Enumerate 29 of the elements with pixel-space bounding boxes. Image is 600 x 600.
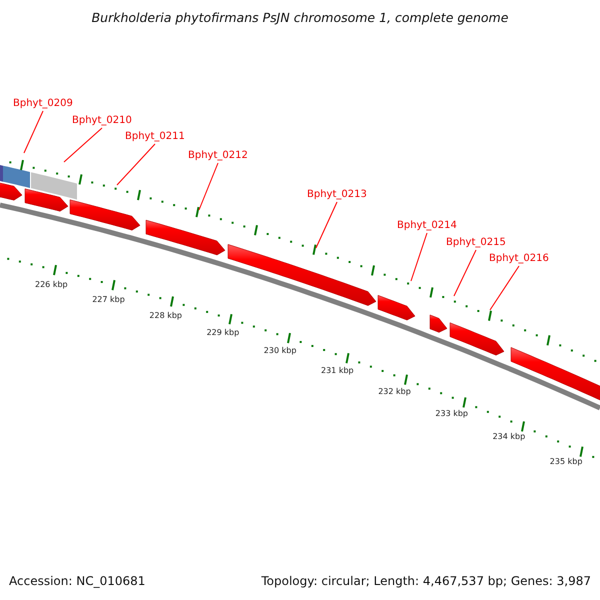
leader-line	[316, 202, 338, 248]
scale-label: 234 kbp	[492, 432, 526, 442]
scale-label: 233 kbp	[435, 408, 468, 418]
leader-line	[116, 144, 156, 186]
gene-label: Bphyt_0212	[188, 150, 248, 162]
scale-label: 229 kbp	[206, 328, 240, 337]
leader-line	[410, 232, 428, 282]
genome-info-text: Topology: circular; Length: 4,467,537 bp; Genes: 3,987	[261, 574, 591, 588]
scale-label: 230 kbp	[264, 346, 296, 356]
scale-label: 226 kbp	[35, 280, 68, 290]
gene-label: Bphyt_0216	[489, 253, 549, 265]
leader-line	[490, 266, 520, 310]
scale-label: 235 kbp	[550, 456, 582, 466]
gene-label: Bphyt_0215	[446, 237, 506, 249]
gene-label: Bphyt_0214	[397, 220, 457, 232]
title: Burkholderia phytofirmans PsJN chromosome 1, complete genome	[90, 10, 510, 25]
scale-label: 227 kbp	[92, 294, 125, 304]
leader-line	[24, 110, 44, 154]
scale-label: 228 kbp	[149, 310, 182, 320]
leader-line	[454, 250, 476, 296]
leader-line	[64, 128, 102, 162]
gene-label: Bphyt_0209	[13, 98, 73, 110]
gene-label: Bphyt_0213	[307, 189, 367, 201]
accession-text: Accession: NC_010681	[9, 574, 146, 588]
scale-label: 231 kbp	[321, 366, 354, 375]
scale-label: 232 kbp	[378, 386, 411, 396]
gene-label: Bphyt_0210	[72, 115, 132, 127]
leader-line	[198, 162, 218, 210]
gene-label: Bphyt_0211	[125, 131, 185, 143]
